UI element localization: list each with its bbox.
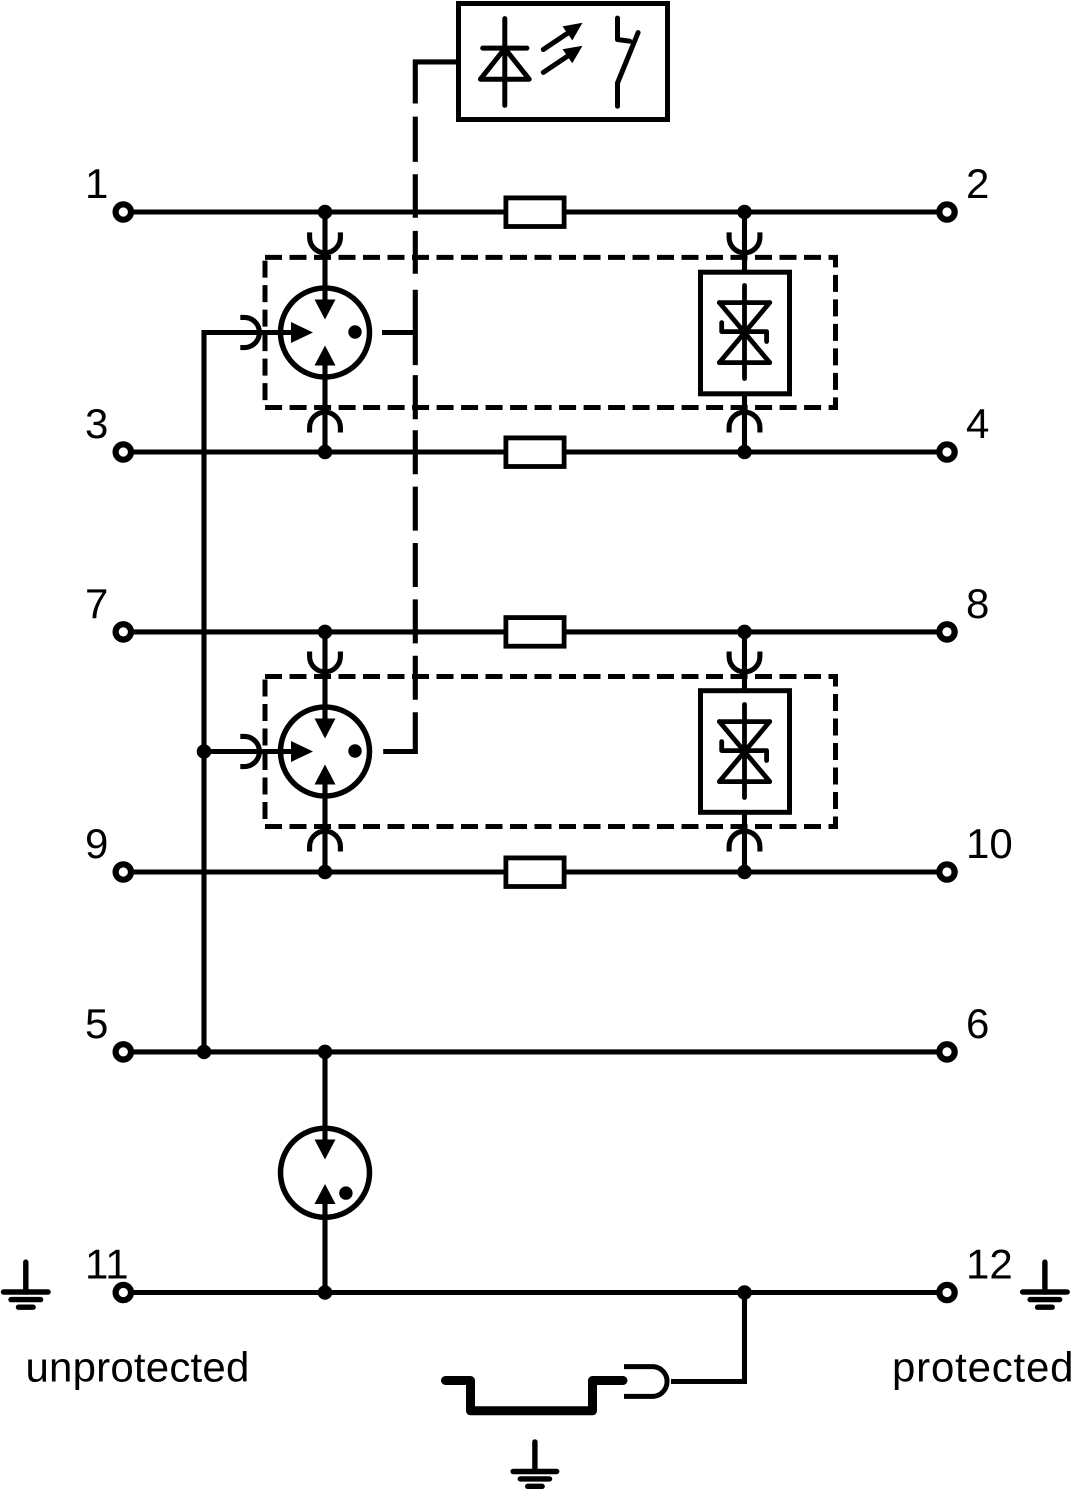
svg-text:5: 5: [85, 1000, 108, 1047]
svg-text:1: 1: [85, 160, 108, 207]
svg-text:6: 6: [966, 1000, 989, 1047]
svg-text:10: 10: [966, 820, 1013, 867]
svg-text:4: 4: [966, 400, 989, 447]
svg-text:11: 11: [85, 1241, 129, 1288]
svg-text:12: 12: [966, 1241, 1013, 1288]
svg-text:unprotected: unprotected: [26, 1344, 250, 1391]
svg-text:3: 3: [85, 400, 108, 447]
svg-text:2: 2: [966, 160, 989, 207]
svg-text:9: 9: [85, 820, 108, 867]
svg-text:8: 8: [966, 580, 989, 627]
svg-text:protected: protected: [892, 1344, 1074, 1391]
svg-text:7: 7: [85, 580, 108, 627]
